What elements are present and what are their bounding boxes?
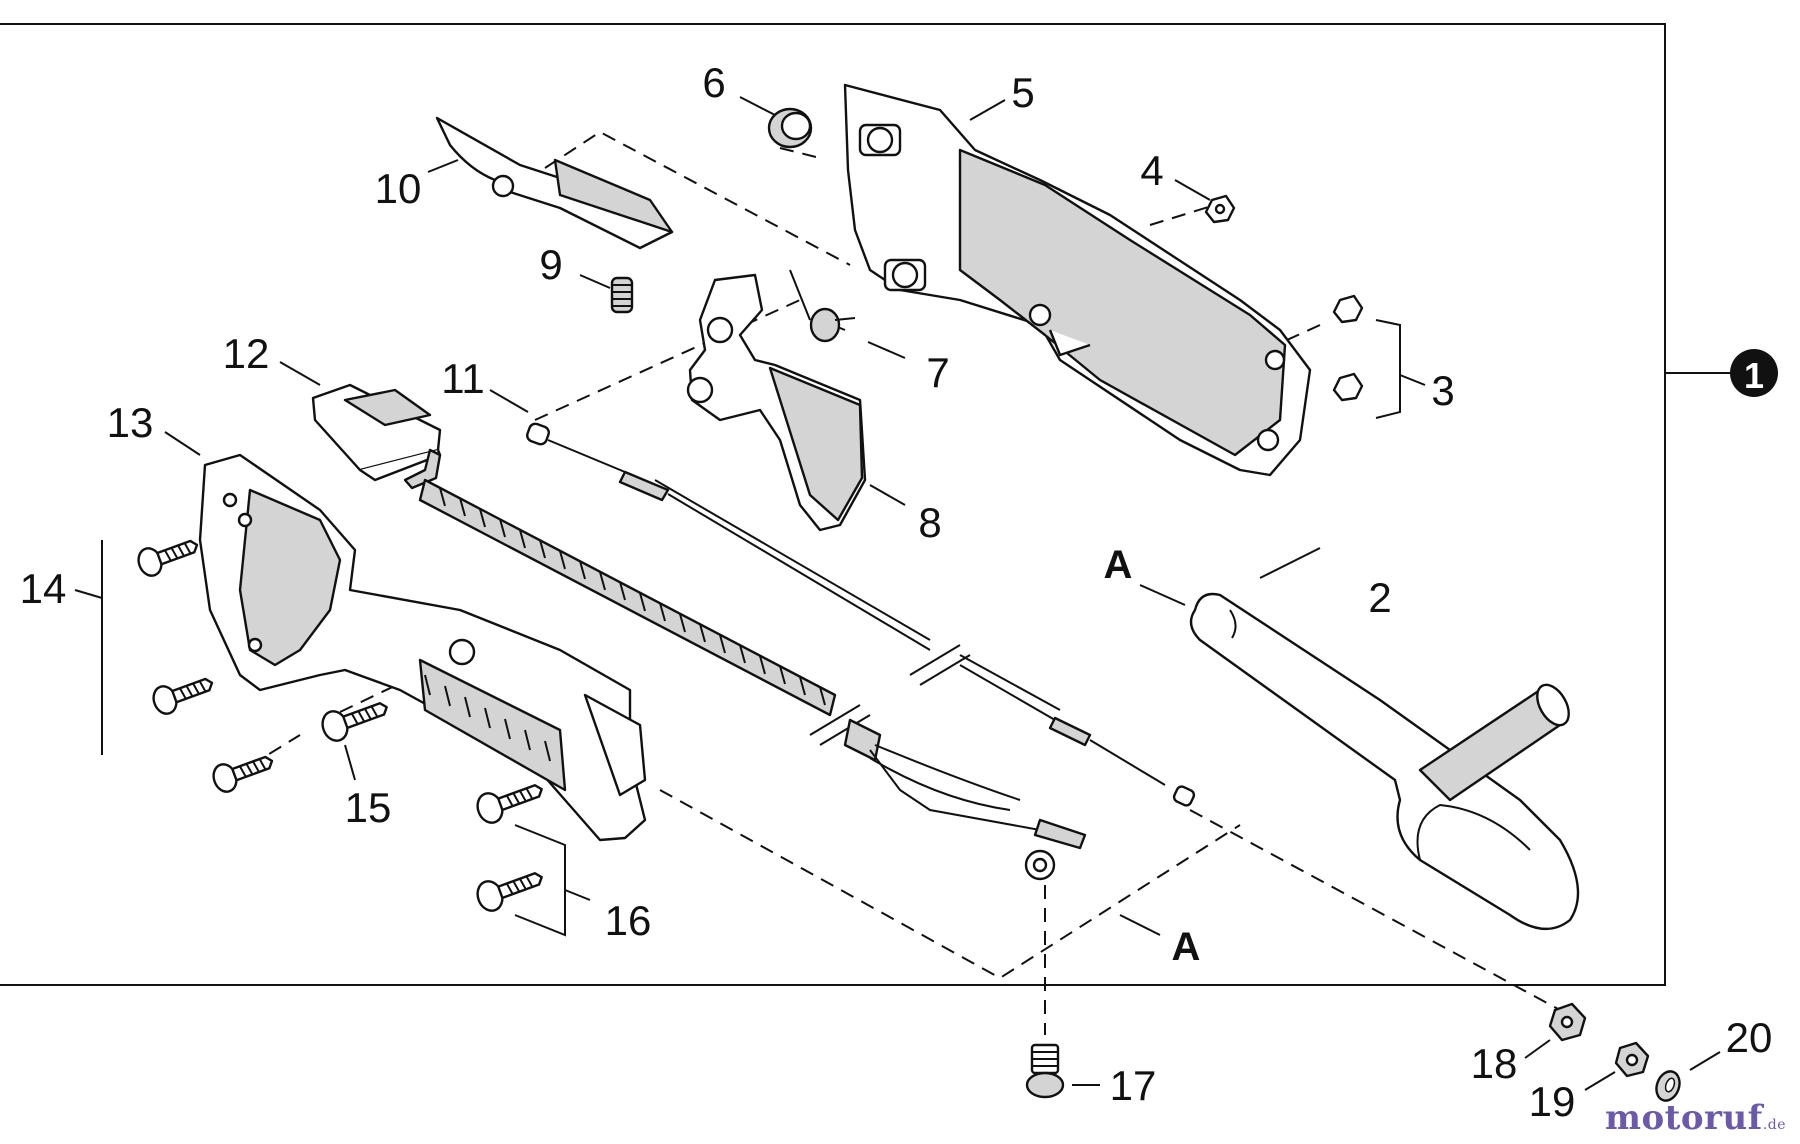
callout-18: 18 [1471,1040,1518,1087]
callout-19: 19 [1529,1078,1576,1125]
part-14-screws [137,539,274,793]
part-9-spring [610,276,634,314]
watermark-text: motoruf [1605,1098,1763,1138]
callout-labels: 2 3 4 5 6 7 8 9 10 11 12 13 14 15 16 17 … [20,59,1773,1125]
callout-9: 9 [539,241,562,288]
callout-2: 2 [1368,574,1391,621]
assembly-frame: 1 [0,23,1778,986]
part-17-bolt [1025,1043,1065,1099]
part-4-nut [1204,194,1236,224]
callout-16: 16 [605,897,652,944]
callout-14: 14 [20,565,67,612]
part-13-front-grip [198,453,647,842]
part-7-torsion-spring [789,269,856,343]
callout-1: 1 [1744,355,1764,396]
site-watermark: motoruf.de [1605,1098,1786,1138]
part-18-flange-nut [1548,1002,1587,1042]
part-2-loop-handle [1189,592,1580,931]
wire-harness-sleeve [418,478,1087,881]
part-15-screw [321,702,388,742]
callout-11: 11 [441,355,485,402]
reference-a-bottom: A [1172,925,1201,969]
callout-17: 17 [1110,1062,1157,1109]
callout-6: 6 [702,59,725,106]
callout-3: 3 [1431,367,1454,414]
reference-a-top: A [1104,543,1133,587]
leader-lines [74,96,1721,1091]
callout-4: 4 [1140,147,1163,194]
callout-13: 13 [107,399,154,446]
watermark-suffix: .de [1762,1117,1786,1133]
callout-20: 20 [1726,1014,1773,1061]
part-12-switch [311,383,442,490]
part-20-washer [1655,1070,1681,1102]
part-19-nut [1614,1041,1650,1078]
callout-15: 15 [345,784,392,831]
part-11-throttle-cable [526,422,1196,807]
callout-12: 12 [223,330,270,377]
callout-10: 10 [375,165,422,212]
callout-8: 8 [918,499,941,546]
part-16-screws [476,784,543,912]
part-6-cap [767,107,813,149]
callout-5: 5 [1011,69,1034,116]
part-10-lever [435,116,674,250]
callout-7: 7 [926,349,949,396]
part-5-handle-half [843,83,1312,477]
part-3-nuts [1332,294,1364,402]
part-8-throttle-trigger [686,273,867,532]
